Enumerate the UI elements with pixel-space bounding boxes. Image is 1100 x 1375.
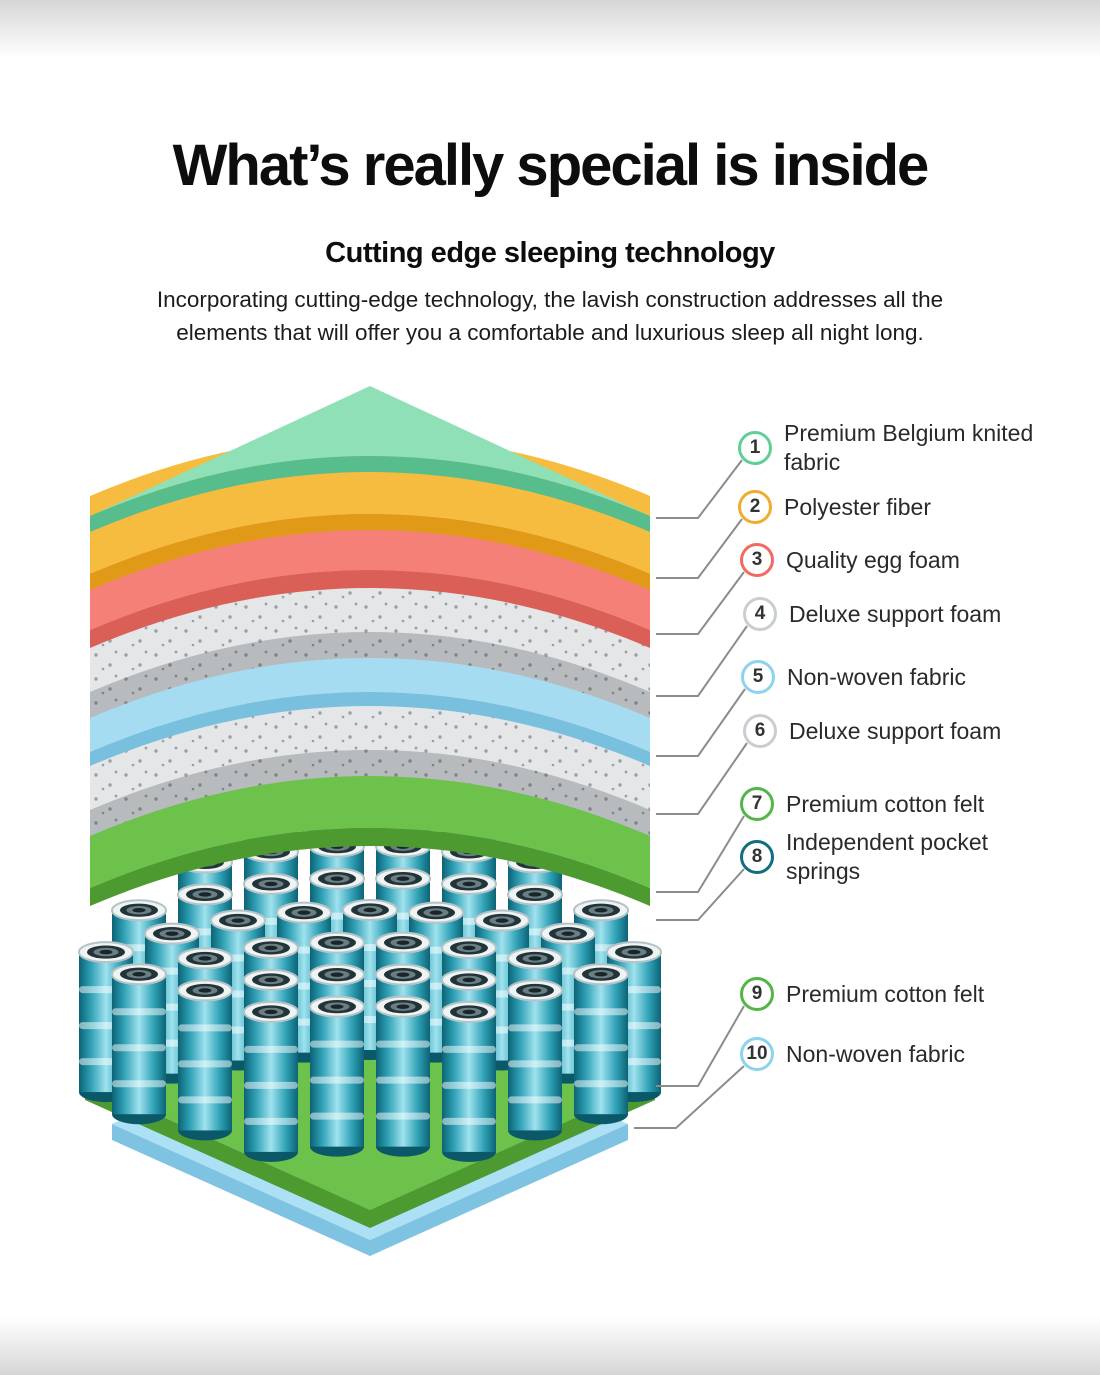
page-description: Incorporating cutting-edge technology, t… [156, 286, 944, 345]
layer-callout-6: 6 Deluxe support foam [743, 714, 1041, 748]
layer-number-badge: 8 [740, 840, 774, 874]
callout-connector [656, 1005, 745, 1087]
layer-callout-2: 2 Polyester fiber [738, 490, 1036, 524]
layer-number-badge: 5 [741, 660, 775, 694]
bottom-edge-gradient [0, 1317, 1100, 1375]
callout-connector [656, 815, 745, 893]
layer-number-badge: 10 [740, 1037, 774, 1071]
layer-shape-1 [90, 386, 650, 532]
layer-callout-1: 1 Premium Belgium knited fabric [738, 419, 1036, 477]
page-title: What’s really special is inside [172, 133, 930, 198]
callout-connector [656, 571, 745, 635]
layer-callout-4: 4 Deluxe support foam [743, 597, 1041, 631]
layer-callout-5: 5 Non-woven fabric [741, 660, 1039, 694]
page-subtitle: Cutting edge sleeping technology [325, 236, 775, 269]
layer-label: Premium cotton felt [786, 980, 985, 1007]
callout-connector [656, 868, 745, 921]
layer-label: Premium cotton felt [786, 790, 985, 817]
layer-label: Premium Belgium knited fabric [784, 420, 1034, 475]
layer-label: Deluxe support foam [789, 600, 1002, 627]
callout-connector [656, 742, 748, 815]
layer-callout-3: 3 Quality egg foam [740, 543, 1038, 577]
top-edge-gradient [0, 0, 1100, 58]
layer-callout-7: 7 Premium cotton felt [740, 787, 1038, 821]
layer-label: Independent pocket springs [786, 829, 989, 884]
layer-callout-9: 9 Premium cotton felt [740, 977, 1038, 1011]
callout-connector [656, 459, 743, 519]
callout-connectors [634, 459, 748, 1129]
layer-callout-8: 8 Independent pocket springs [740, 828, 1038, 886]
layer-number-badge: 3 [740, 543, 774, 577]
layer-number-badge: 1 [738, 431, 772, 465]
layer-number-badge: 7 [740, 787, 774, 821]
layer-label: Quality egg foam [786, 546, 960, 573]
layer-label: Non-woven fabric [787, 663, 966, 690]
layer-number-badge: 4 [743, 597, 777, 631]
callout-connector [634, 1065, 745, 1129]
layer-number-badge: 6 [743, 714, 777, 748]
layer-label: Non-woven fabric [786, 1040, 965, 1067]
callout-connector [656, 688, 746, 757]
layer-label: Polyester fiber [784, 493, 932, 520]
layer-label: Deluxe support foam [789, 717, 1002, 744]
header: What’s really special is inside Cutting … [0, 0, 1100, 349]
callout-connector [656, 518, 743, 579]
layer-number-badge: 9 [740, 977, 774, 1011]
layer-callout-10: 10 Non-woven fabric [740, 1037, 1038, 1071]
callout-connector [656, 625, 748, 697]
layer-number-badge: 2 [738, 490, 772, 524]
